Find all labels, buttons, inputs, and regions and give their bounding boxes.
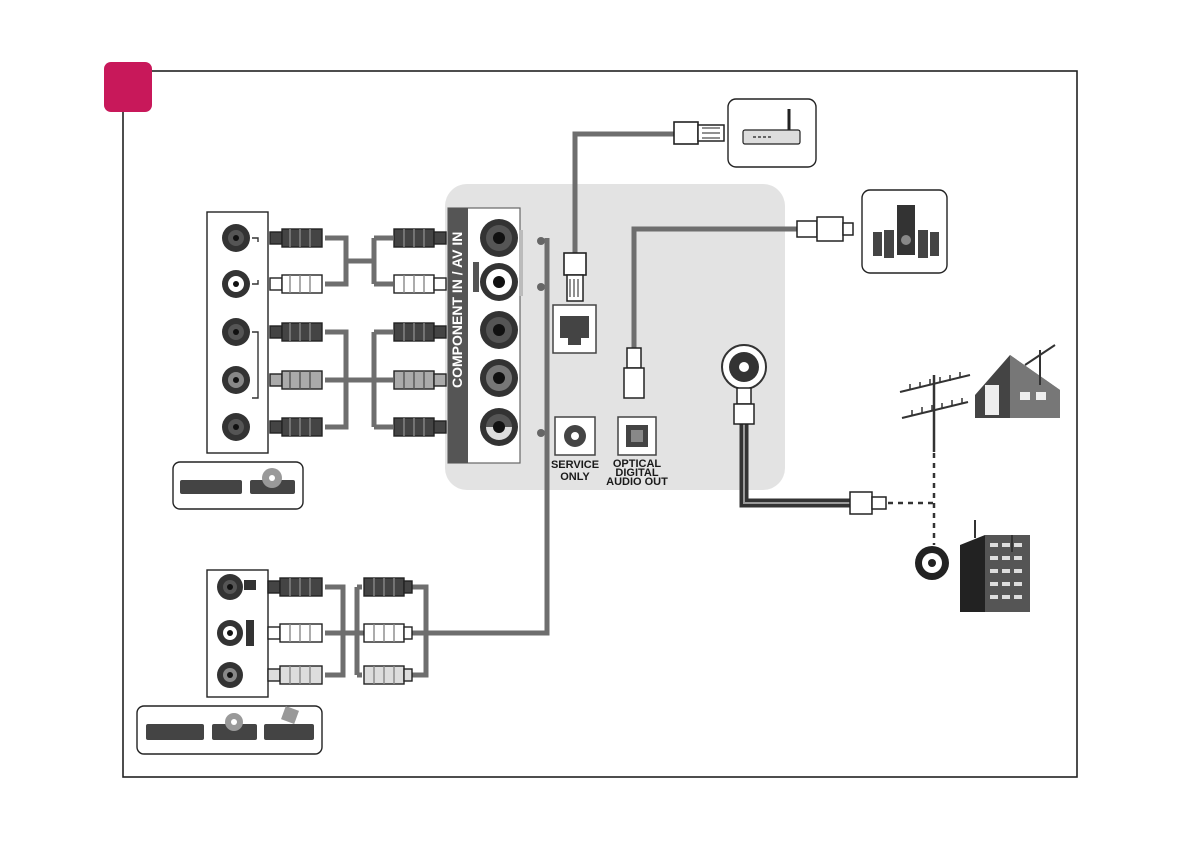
jack-component-audio-r: [480, 263, 518, 301]
step-badge-icon: [104, 62, 152, 112]
jack-component-pb: [480, 359, 518, 397]
jack-component-y: [480, 311, 518, 349]
router-icon: [728, 99, 816, 167]
component-in-av-in-label: COMPONENT IN / AV IN: [449, 232, 465, 388]
house-antenna-icon: [900, 345, 1060, 452]
coax-wall-plug-icon: [915, 546, 949, 580]
vcr-icon: [137, 706, 322, 754]
component-source-device-panel: [207, 212, 268, 453]
service-only-label-line2: ONLY: [560, 471, 590, 483]
jack-component-pr: [480, 408, 518, 446]
optical-label-line3: AUDIO OUT: [606, 476, 668, 488]
lan-port: [553, 305, 596, 353]
building-antenna-icon: [960, 520, 1030, 612]
service-only-label-line1: SERVICE: [551, 459, 599, 471]
component-cables: [325, 238, 393, 427]
av-source-device-panel: [207, 570, 268, 697]
service-only-port: [555, 417, 595, 455]
optical-audio-out-port: [618, 417, 656, 455]
antenna-rf-port: [722, 345, 766, 389]
jack-component-audio-l: [480, 219, 518, 257]
speaker-system-icon: [862, 190, 947, 273]
dvd-player-icon: [173, 462, 303, 509]
